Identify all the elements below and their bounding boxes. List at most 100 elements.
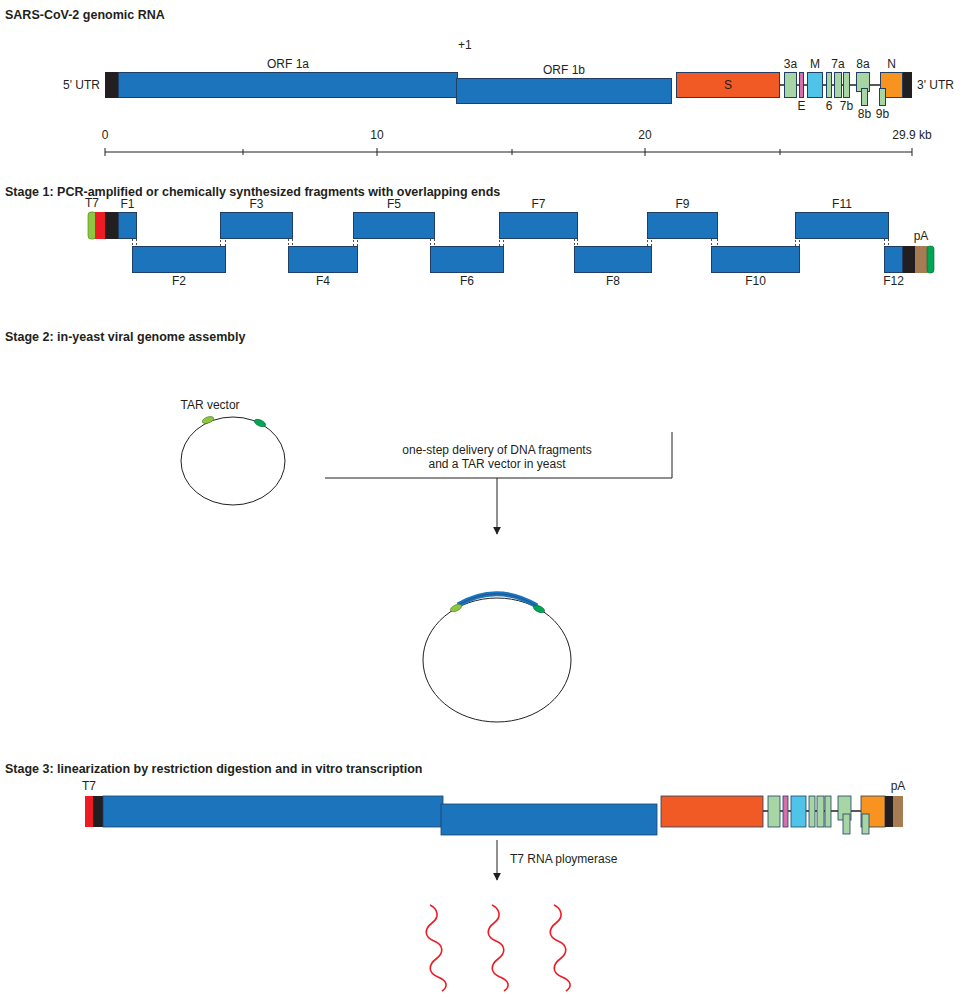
gene-label: F7 xyxy=(531,197,545,211)
linear-genome-part xyxy=(85,796,93,827)
dna-fragment: F8 xyxy=(574,246,652,273)
assembled-vector-part xyxy=(532,604,545,615)
gene-label: M xyxy=(810,57,820,71)
linear-genome-part xyxy=(893,796,903,827)
overlap-line xyxy=(885,239,889,246)
assembled-vector-part xyxy=(458,594,537,606)
section-heading: Stage 3: linearization by restriction di… xyxy=(5,762,422,776)
assembled-vector-part xyxy=(423,598,571,722)
linear-genome-part xyxy=(93,796,103,827)
linear-genome-part xyxy=(661,796,763,827)
overlap-line xyxy=(575,239,578,246)
gene-label: E xyxy=(797,99,805,113)
section-heading: Stage 2: in-yeast viral genome assembly xyxy=(5,330,245,344)
tar-vector-part xyxy=(201,415,214,425)
tar-vector xyxy=(181,415,285,505)
transcription-arrow xyxy=(497,840,498,880)
transcription-arrow-part xyxy=(497,840,498,880)
gene-label: ORF 1b xyxy=(543,63,585,77)
gene-box: 7b xyxy=(843,72,850,98)
annotation-label: +1 xyxy=(458,38,472,52)
genome-ends xyxy=(105,72,912,98)
overlap-line xyxy=(431,239,435,246)
scale-axis-part xyxy=(377,148,378,156)
linear-genome xyxy=(85,796,903,835)
gene-box: 8a xyxy=(856,72,870,92)
fragment-ends-part xyxy=(903,246,915,273)
dna-fragment: F9 xyxy=(647,212,718,239)
rna-transcripts-part xyxy=(426,905,446,991)
gene-label: F4 xyxy=(316,274,330,288)
scale-axis-part xyxy=(780,149,781,155)
gene-label: F10 xyxy=(745,274,766,288)
gene-box: 3a xyxy=(784,72,797,98)
scale-axis-part xyxy=(105,152,912,153)
gene-label: F9 xyxy=(675,197,689,211)
annotation-label: T7 xyxy=(85,196,99,210)
scale-axis xyxy=(105,148,912,156)
dna-fragment: F3 xyxy=(220,212,293,239)
genome-ends-part xyxy=(903,72,912,98)
tar-vector-part xyxy=(253,418,266,429)
assembly-flow xyxy=(325,432,672,534)
gene-box: 6 xyxy=(826,72,832,98)
scale-axis-part xyxy=(512,149,513,155)
genome-ends-part xyxy=(105,72,118,98)
annotation-label: 10 xyxy=(370,128,383,142)
annotation-label: T7 xyxy=(82,779,96,793)
gene-label: F12 xyxy=(883,274,904,288)
annotation-label: 20 xyxy=(638,128,651,142)
dna-fragment: F12 xyxy=(884,246,903,273)
fragment-ends-part xyxy=(88,212,96,239)
linear-genome-part xyxy=(825,796,831,827)
annotation-label: 3' UTR xyxy=(917,78,954,92)
fragment-ends-part xyxy=(105,212,118,239)
annotation-label: TAR vector xyxy=(180,398,239,412)
annotation-label: 0 xyxy=(102,128,109,142)
overlap-line xyxy=(133,239,137,246)
assembled-vector-part xyxy=(458,594,537,606)
gene-box: N xyxy=(880,72,903,98)
linear-genome-part xyxy=(791,796,806,827)
dna-fragment: F6 xyxy=(430,246,504,273)
dna-fragment: F7 xyxy=(499,212,578,239)
dna-fragment: F5 xyxy=(353,212,435,239)
dna-fragment: F1 xyxy=(118,212,137,239)
linear-genome-part xyxy=(783,796,788,827)
assembly-flow-part xyxy=(672,432,673,478)
gene-label: 9b xyxy=(876,107,889,121)
overlap-line xyxy=(289,239,293,246)
gene-label: 6 xyxy=(826,99,833,113)
assembly-flow-part xyxy=(497,478,498,534)
linear-genome-part xyxy=(843,814,850,834)
overlap-line xyxy=(648,239,652,246)
gene-label: 3a xyxy=(784,57,797,71)
overlap-line xyxy=(221,239,226,246)
annotation-label: pA xyxy=(891,779,906,793)
gene-label: ORF 1a xyxy=(267,57,309,71)
scale-axis-part xyxy=(105,148,106,156)
scale-axis-part xyxy=(645,148,646,156)
gene-box: S xyxy=(676,72,780,98)
gene-label: N xyxy=(887,57,896,71)
gene-label: S xyxy=(724,78,732,92)
assembly-flow-part xyxy=(325,478,672,479)
gene-label: 7b xyxy=(840,99,853,113)
overlap-line xyxy=(712,239,718,246)
linear-genome-part xyxy=(862,814,869,834)
annotation-label: one-step delivery of DNA fragments and a… xyxy=(393,443,601,471)
overlap-line xyxy=(796,239,800,246)
gene-box: 8b xyxy=(861,88,868,106)
gene-label: F3 xyxy=(249,197,263,211)
fragment-ends-part xyxy=(927,246,934,273)
gene-label: F2 xyxy=(172,274,186,288)
annotation-label: 29.9 kb xyxy=(892,128,931,142)
linear-genome-part xyxy=(103,796,443,827)
annotation-label: 5' UTR xyxy=(63,78,100,92)
section-heading: SARS-CoV-2 genomic RNA xyxy=(5,8,165,22)
gene-box: 7a xyxy=(834,72,842,98)
